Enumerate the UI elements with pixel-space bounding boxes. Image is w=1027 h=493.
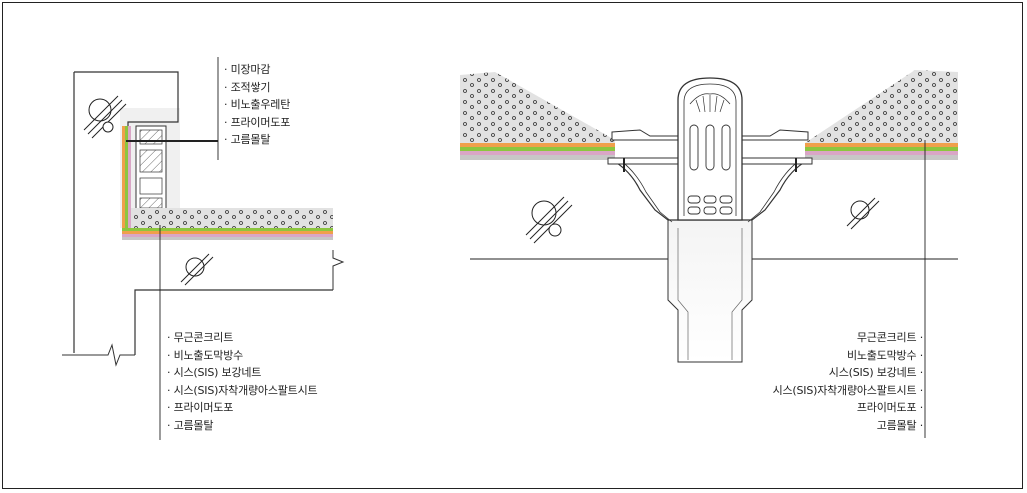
right-label-list: 무근콘크리트 · 비노출도막방수 · 시스(SIS) 보강네트 · 시스(SIS… [772,329,924,434]
label-primer: · 프라이머도포 [224,115,291,129]
label-finish-plaster: · 미장마감 [224,63,271,76]
label-masonry: · 조적쌓기 [224,80,271,94]
label-membrane-waterproofing: · 비노출도막방수 [167,348,244,362]
concrete-symbol-left-wall [83,95,127,139]
label-plain-concrete: 무근콘크리트 · [856,331,923,344]
label-membrane-waterproofing: 비노출도막방수 · [846,348,923,362]
label-leveling-mortar: · 고름몰탈 [167,418,214,432]
label-primer: · 프라이머도포 [167,401,234,414]
label-sis-sheet: 시스(SIS)자착개량아스팔트시트 · [772,383,924,397]
concrete-symbol-drain-left [525,196,573,244]
label-leveling-mortar: · 고름몰탈 [224,133,271,146]
left-bottom-label-list: · 무근콘크리트 · 비노출도막방수 · 시스(SIS) 보강네트 · 시스(S… [167,329,318,434]
left-top-label-list: · 미장마감 · 조적쌓기 · 비노출우레탄 · 프라이머도포 · 고름몰탈 [224,61,290,149]
label-sis-net: · 시스(SIS) 보강네트 [167,366,262,379]
label-plain-concrete: · 무근콘크리트 [167,331,234,344]
label-sis-net: 시스(SIS) 보강네트 · [828,366,923,379]
concrete-symbol-drain-right [846,197,880,230]
label-leveling-mortar: 고름몰탈 · [876,418,923,432]
left-wall-detail [62,57,345,440]
label-primer: 프라이머도포 · [856,401,923,414]
label-urethane: · 비노출우레탄 [224,98,291,111]
concrete-symbol-left-slab [180,253,214,286]
drain-detail [460,70,958,438]
label-sis-sheet: · 시스(SIS)자착개량아스팔트시트 [167,383,318,397]
